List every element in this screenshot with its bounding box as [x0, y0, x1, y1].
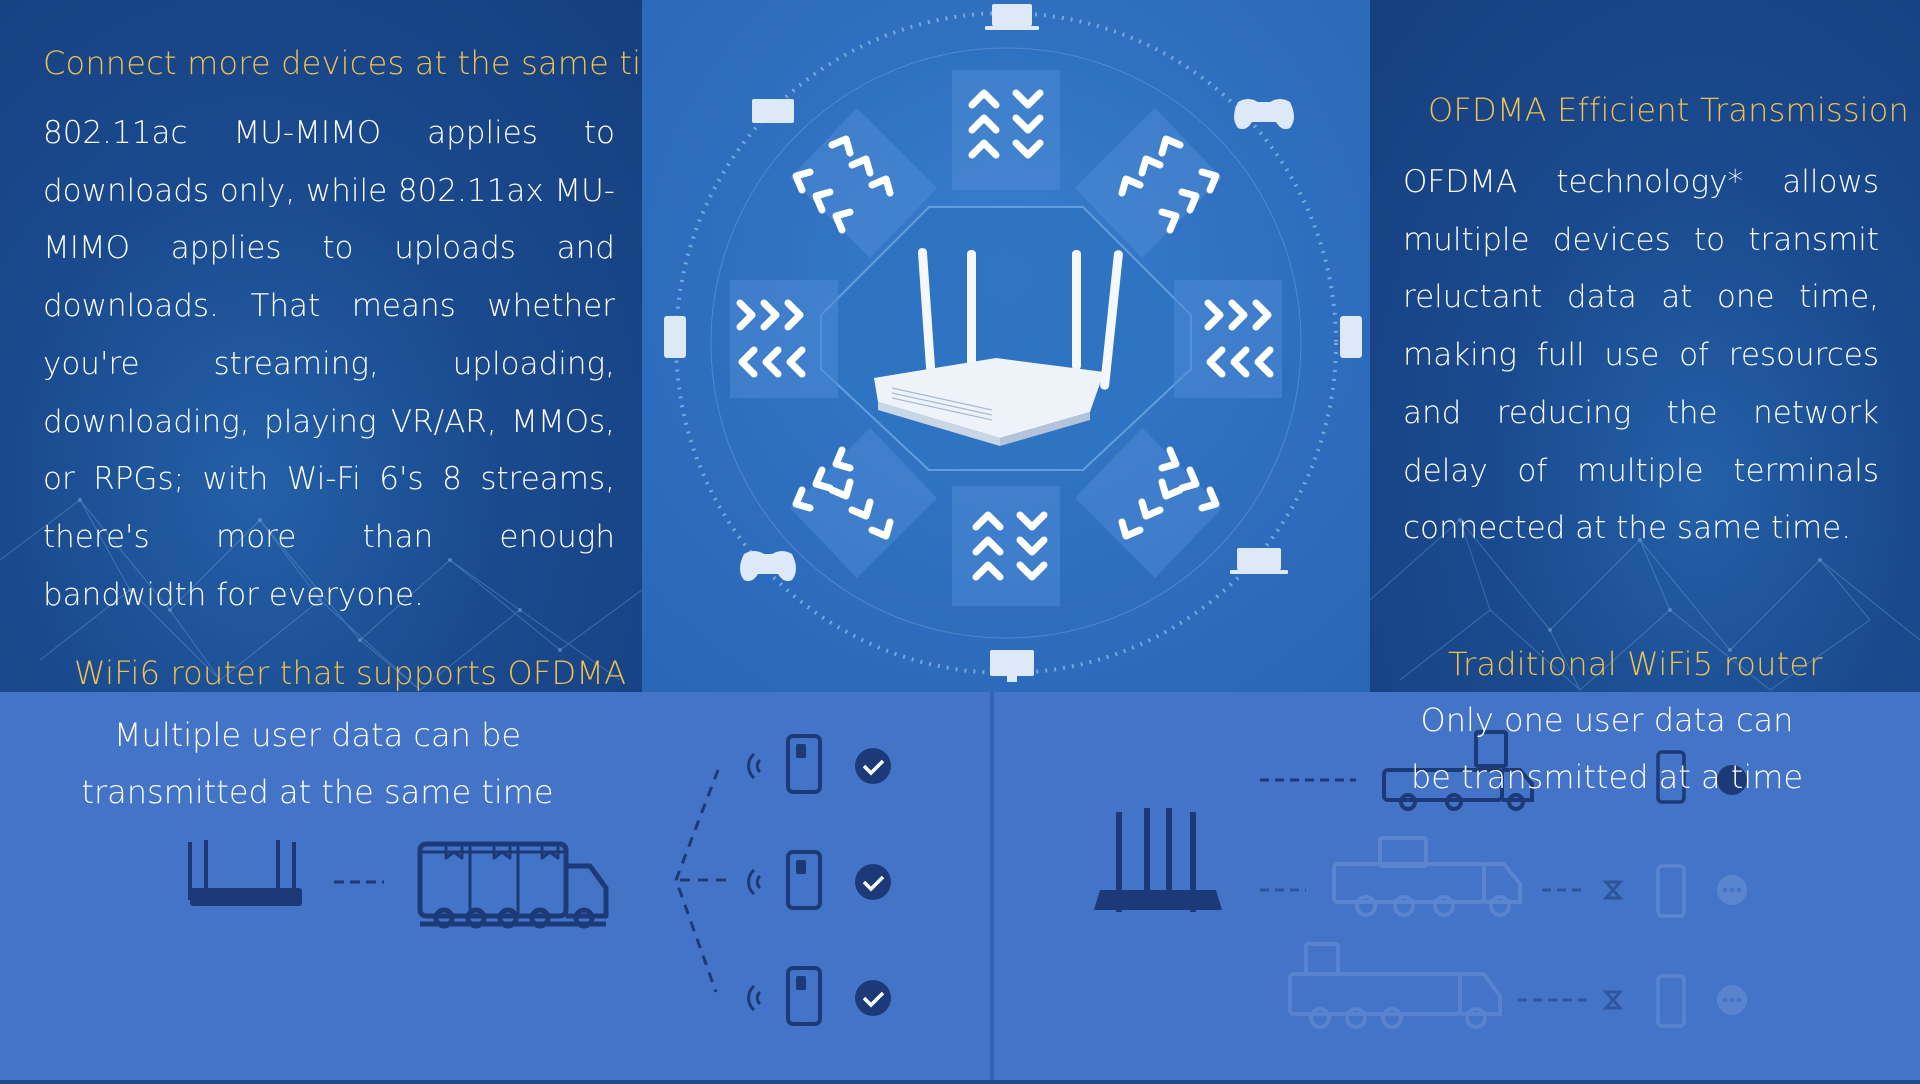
laptop-icon — [1230, 548, 1288, 574]
wifi6-heading: WiFi6 router that supports OFDMA — [74, 654, 627, 692]
wifi6-section: WiFi6 router that supports OFDMA Multipl… — [0, 654, 990, 1080]
hourglass-icon — [1602, 880, 1624, 900]
network-background — [0, 498, 642, 691]
left-panel: Connect more devices at the same time 80… — [0, 0, 642, 692]
phone-icon — [1656, 750, 1686, 804]
phone-icon — [664, 316, 1362, 358]
truck-icon — [1288, 942, 1502, 1029]
hourglass-icon — [1602, 990, 1624, 1010]
wifi-signal-icon — [747, 752, 762, 1012]
gamepad-icon — [1234, 99, 1294, 130]
truck-icon — [417, 841, 609, 929]
wifi5-section: Traditional WiFi5 router Only one user d… — [994, 645, 1920, 1080]
phone-icon — [786, 734, 822, 1026]
gamepad-icon — [740, 551, 796, 582]
ellipsis-circle-icon — [1717, 765, 1747, 795]
monitor-icon — [752, 99, 794, 123]
router-icon — [1094, 808, 1222, 912]
wifi6-caption: Multiple user data can be transmitted at… — [81, 716, 554, 811]
left-heading: Connect more devices at the same time — [43, 44, 642, 82]
check-circle-icon — [855, 748, 891, 1016]
ellipsis-circle-icon — [1717, 985, 1747, 1015]
truck-icon — [1332, 836, 1522, 917]
ellipsis-circle-icon — [1717, 875, 1747, 905]
left-body: 802.11ac MU-MIMO applies to downloads on… — [43, 115, 615, 613]
phone-icon — [1656, 974, 1686, 1028]
wifi5-diagram — [1094, 730, 1747, 1029]
right-body: OFDMA technology* allows multiple device… — [1403, 164, 1879, 547]
wifi5-heading: Traditional WiFi5 router — [1448, 645, 1823, 683]
wifi6-diagram — [188, 734, 891, 1026]
monitor-icon — [990, 650, 1034, 682]
wifi5-caption: Only one user data can be transmitted at… — [1410, 701, 1804, 796]
router-diagram — [664, 4, 1362, 682]
right-panel: OFDMA Efficient Transmission OFDMA techn… — [1370, 0, 1920, 692]
truck-icon — [1382, 730, 1534, 811]
router-icon — [188, 840, 302, 906]
right-heading: OFDMA Efficient Transmission — [1428, 91, 1910, 129]
center-panel — [642, 0, 1370, 692]
router-icon — [874, 248, 1123, 446]
laptop-icon — [985, 4, 1039, 30]
section-divider — [990, 692, 994, 1080]
network-background — [1370, 518, 1920, 691]
phone-icon — [1656, 864, 1686, 918]
